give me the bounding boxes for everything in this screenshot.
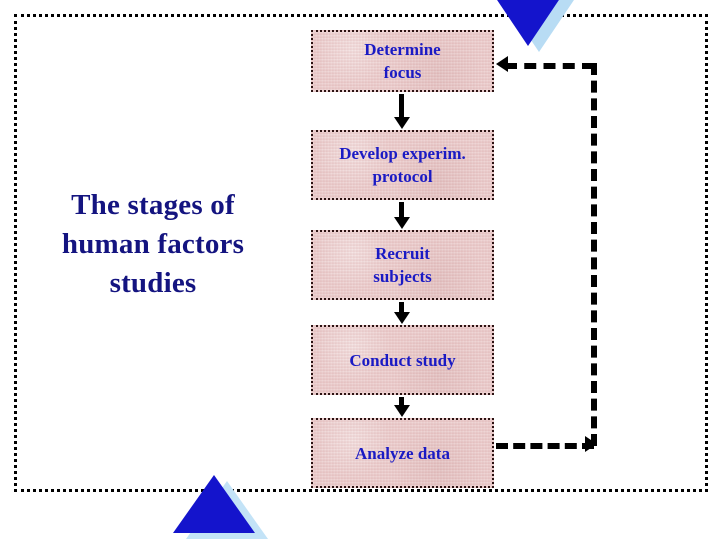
flow-step-analyze-data: Analyze data	[311, 418, 494, 488]
flow-step-recruit-subjects: Recruit subjects	[311, 230, 494, 300]
slide-title-line-2: human factors	[61, 228, 245, 260]
flow-step-develop-protocol: Develop experim. protocol	[311, 130, 494, 200]
connector-protocol-to-recruit	[399, 202, 404, 218]
flow-step-determine-focus: Determine focus	[311, 30, 494, 92]
flow-step-label-line-2: subjects	[373, 267, 432, 286]
flow-step-label-line-2: protocol	[372, 167, 433, 186]
slide-frame	[14, 14, 708, 492]
flow-step-conduct-study: Conduct study	[311, 325, 494, 395]
flow-step-label-line-1: Recruit	[375, 244, 430, 263]
flow-step-label-line-1: Conduct study	[349, 350, 456, 370]
flow-step-label-line-1: Analyze data	[355, 443, 450, 463]
triangle-down-icon	[489, 0, 567, 46]
slide-title-line-1: The stages of	[71, 189, 235, 221]
connector-conduct-to-analyze	[399, 397, 404, 406]
connector-recruit-to-conduct	[399, 302, 404, 313]
feedback-loop-arrowhead-left	[496, 56, 508, 72]
slide-title-line-3: studies	[109, 267, 197, 299]
feedback-loop-arrowhead-right	[585, 436, 597, 452]
flow-step-label-line-2: focus	[383, 63, 422, 82]
feedback-loop-top-segment	[505, 63, 594, 69]
slide-title: The stages of human factors studies	[22, 186, 284, 303]
feedback-loop-bottom-segment	[496, 443, 594, 449]
feedback-loop-right-segment	[591, 63, 597, 446]
triangle-up-icon	[173, 475, 255, 533]
connector-determine-to-protocol	[399, 94, 404, 118]
flow-step-label-line-1: Develop experim.	[339, 144, 466, 163]
flow-step-label-line-1: Determine	[364, 40, 441, 59]
